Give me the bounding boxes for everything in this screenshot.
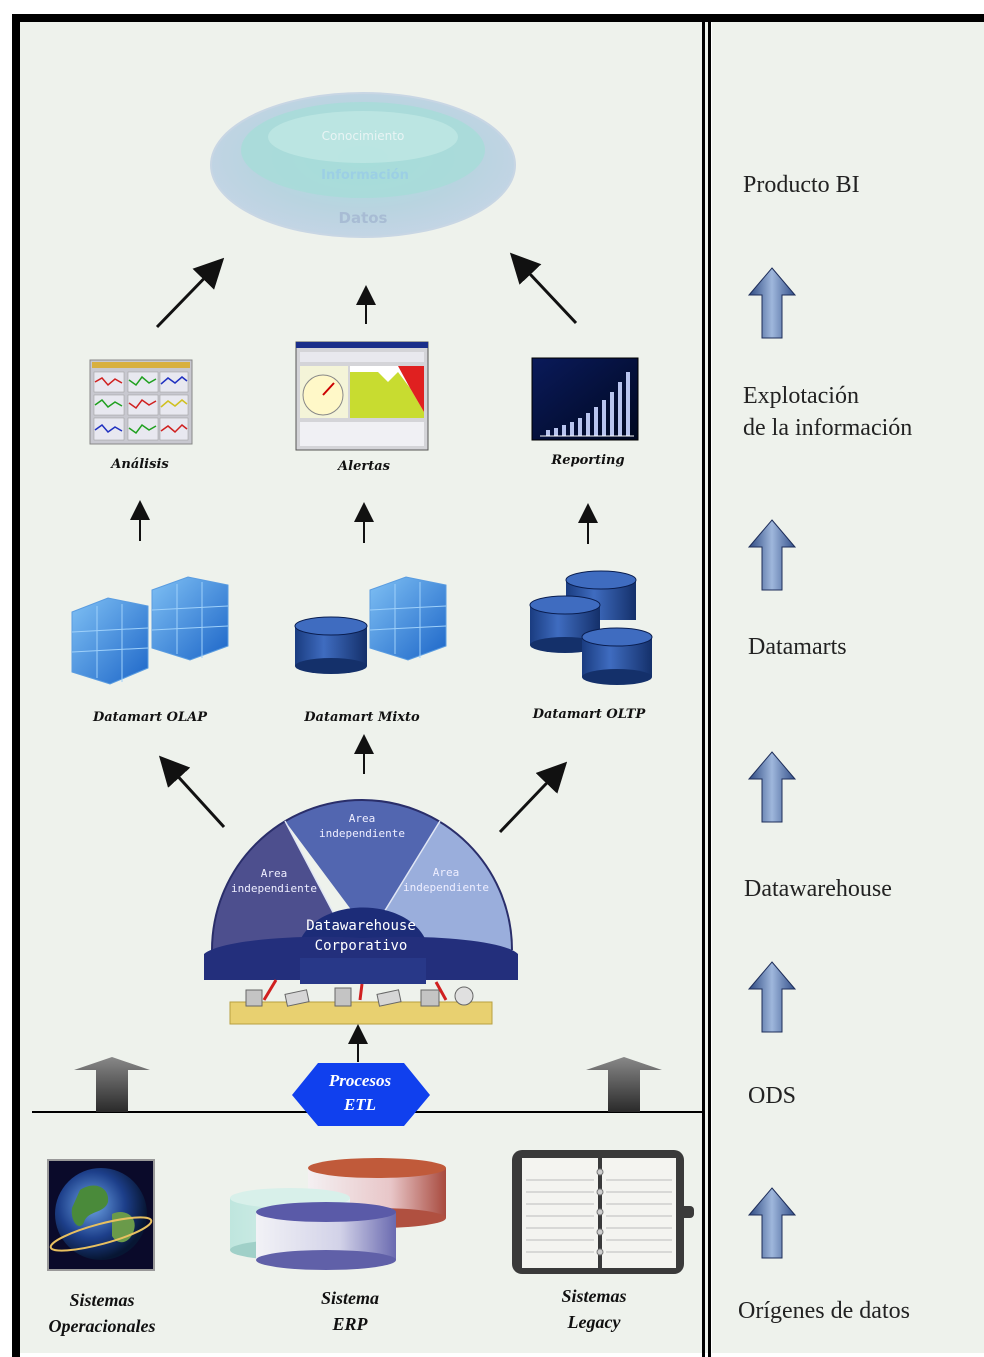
reporting-chart-icon (531, 357, 639, 441)
layer-datawarehouse: Datawarehouse (744, 876, 892, 902)
label-information: Información (321, 168, 409, 183)
label-alerts: Alertas (338, 459, 390, 474)
layer-arrows (747, 267, 797, 1259)
label-reporting: Reporting (551, 453, 625, 468)
label-knowledge: Conocimiento (321, 129, 405, 143)
datawarehouse-dome (204, 799, 518, 984)
server-platform (229, 979, 493, 1025)
layer-origins: Orígenes de datos (738, 1298, 910, 1324)
label-datamart-mixed: Datamart Mixto (304, 710, 420, 725)
mixed-datamart-icon (294, 576, 447, 674)
layer-bi-product: Producto BI (743, 172, 860, 198)
layer-ods: ODS (748, 1083, 797, 1109)
label-datamart-olap: Datamart OLAP (92, 710, 207, 725)
etl-hexagon (292, 1063, 430, 1126)
planner-book-icon (512, 1150, 694, 1274)
analysis-chart-icon (89, 359, 193, 445)
label-analysis: Análisis (111, 457, 169, 472)
right-gray-arrow (586, 1057, 662, 1112)
erp-cylinders-icon (230, 1158, 446, 1270)
label-data: Datos (338, 209, 388, 227)
olap-cubes-icon (71, 576, 229, 685)
oltp-cylinders-icon (529, 570, 653, 685)
globe-icon (47, 1159, 155, 1271)
layer-datamarts: Datamarts (748, 634, 847, 660)
alerts-dashboard-icon (295, 341, 429, 451)
left-gray-arrow (74, 1057, 150, 1112)
label-datamart-oltp: Datamart OLTP (532, 707, 646, 722)
